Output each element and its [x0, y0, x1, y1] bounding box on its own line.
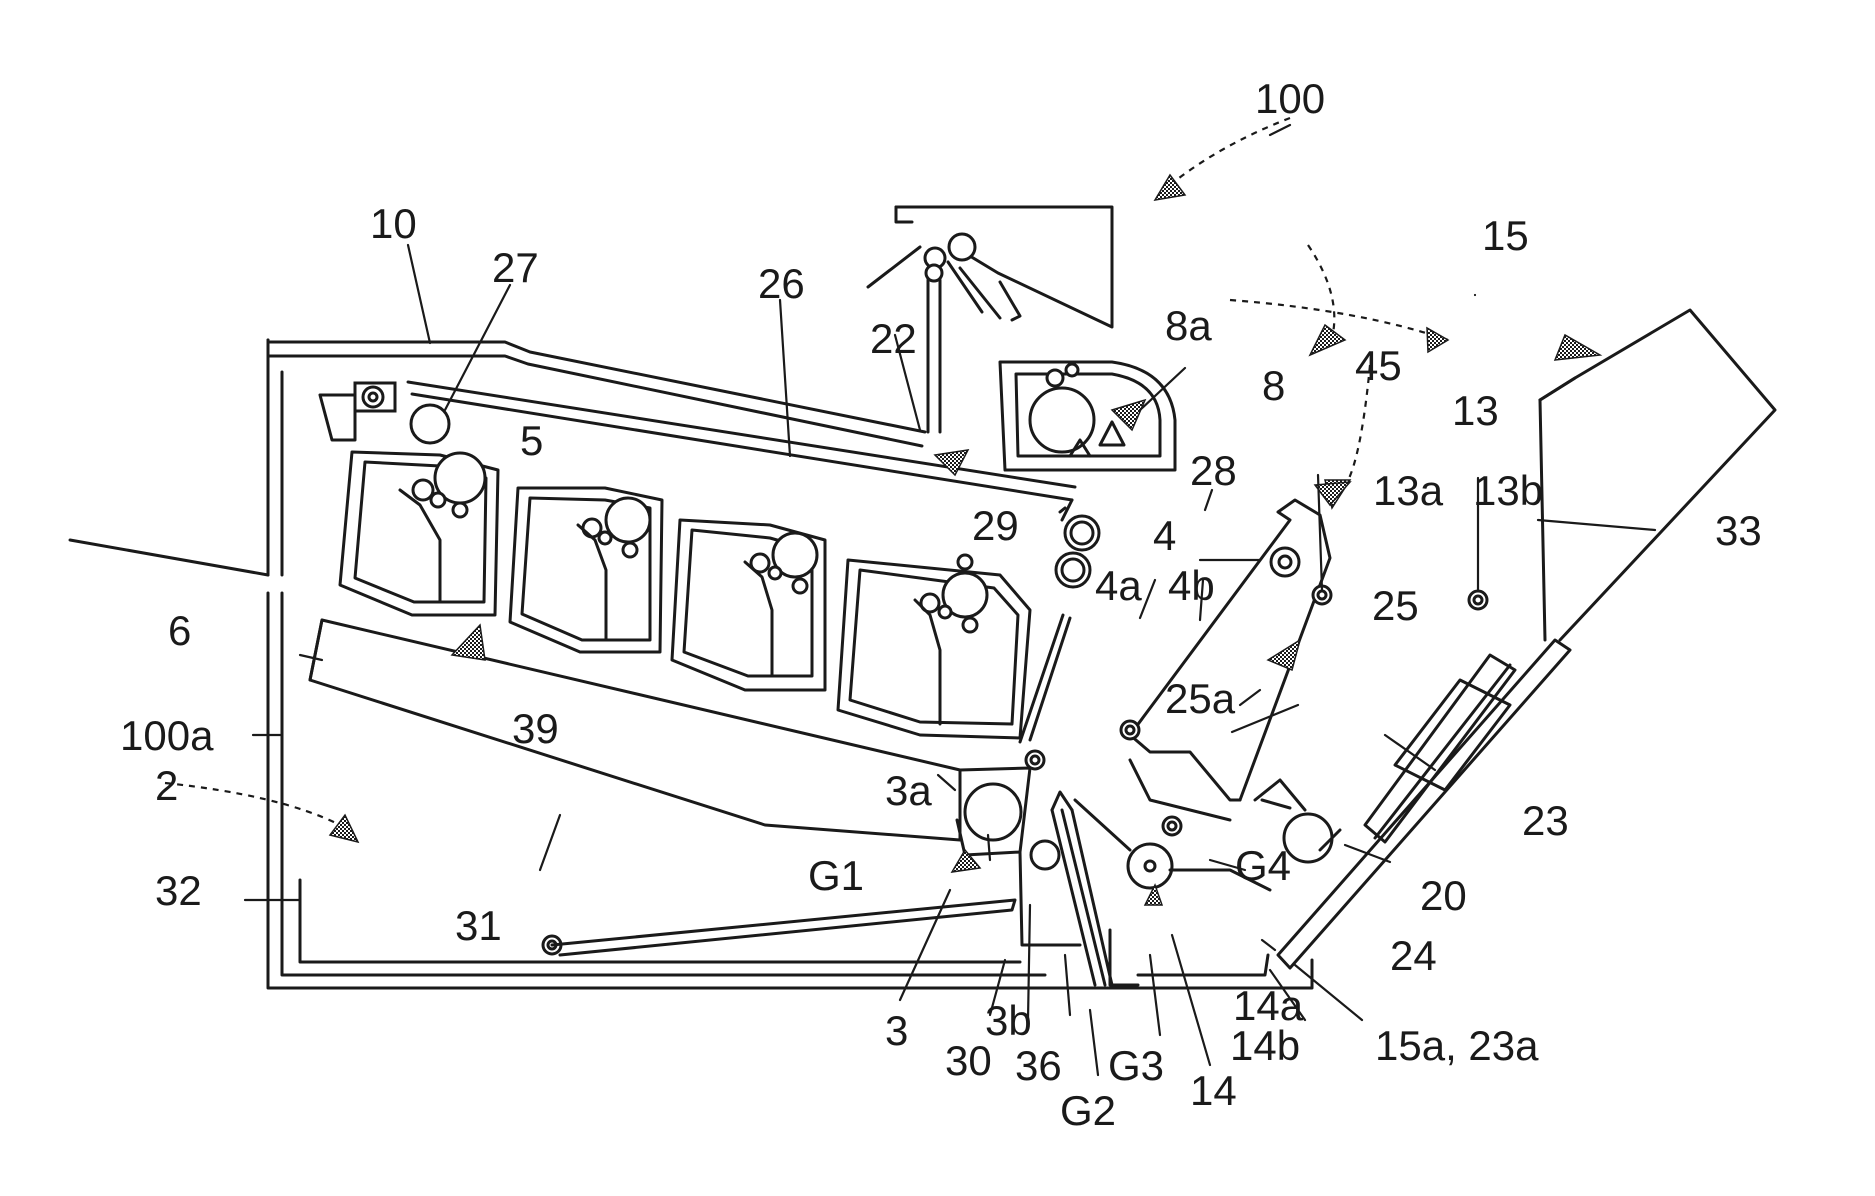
lower-tray-2 — [543, 900, 1015, 955]
label-33: 33 — [1715, 507, 1762, 554]
label-14: 14 — [1190, 1067, 1237, 1114]
label-39: 39 — [512, 705, 559, 752]
label-2: 2 — [155, 762, 178, 809]
label-13a: 13a — [1373, 467, 1444, 514]
label-3b: 3b — [985, 997, 1032, 1044]
label-100a: 100a — [120, 712, 214, 759]
label-5: 5 — [520, 417, 543, 464]
label-25: 25 — [1372, 582, 1419, 629]
label-45: 45 — [1355, 342, 1402, 389]
label-14b: 14b — [1230, 1022, 1300, 1069]
label-G4: G4 — [1235, 842, 1291, 889]
label-29: 29 — [972, 502, 1019, 549]
label-6: 6 — [168, 607, 191, 654]
label-8a: 8a — [1165, 302, 1212, 349]
label-4a: 4a — [1095, 562, 1142, 609]
label-30: 30 — [945, 1037, 992, 1084]
label-15: 15 — [1482, 212, 1529, 259]
process-cartridges — [340, 452, 1070, 742]
main-housing — [70, 340, 1312, 988]
label-8: 8 — [1262, 362, 1285, 409]
label-13b: 13b — [1473, 467, 1543, 514]
label-23: 23 — [1522, 797, 1569, 844]
label-G3: G3 — [1108, 1042, 1164, 1089]
label-4b: 4b — [1168, 562, 1215, 609]
label-4: 4 — [1153, 512, 1176, 559]
label-3: 3 — [885, 1007, 908, 1054]
label-G1: G1 — [808, 852, 864, 899]
label-27: 27 — [492, 244, 539, 291]
label-31: 31 — [455, 902, 502, 949]
label-13: 13 — [1452, 387, 1499, 434]
label-28: 28 — [1190, 447, 1237, 494]
label-36: 36 — [1015, 1042, 1062, 1089]
label-15a-23a: 15a, 23a — [1375, 1022, 1539, 1069]
label-25a: 25a — [1165, 675, 1236, 722]
label-20: 20 — [1420, 872, 1467, 919]
label-G2: G2 — [1060, 1087, 1116, 1134]
label-32: 32 — [155, 867, 202, 914]
label-22: 22 — [870, 315, 917, 362]
hatched-arrow-markers — [452, 335, 1600, 905]
label-24: 24 — [1390, 932, 1437, 979]
fixing-unit-8 — [1000, 362, 1175, 470]
label-10: 10 — [370, 200, 417, 247]
label-26: 26 — [758, 260, 805, 307]
outer-cassette-15 — [1262, 310, 1775, 968]
exit-roller-27 — [320, 383, 449, 443]
label-3a: 3a — [885, 767, 932, 814]
label-100: 100 — [1255, 75, 1325, 122]
